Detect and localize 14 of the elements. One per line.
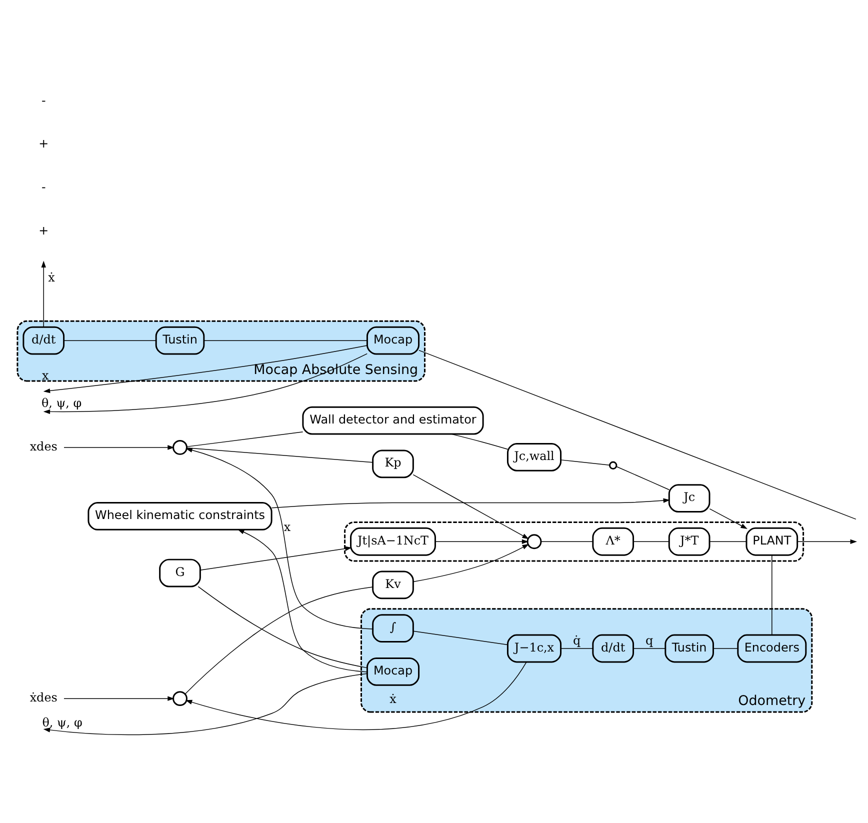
edge-label: ẋ	[390, 692, 396, 706]
label: +	[38, 223, 49, 238]
edge-label: q̇	[573, 634, 581, 648]
edge-label: x	[42, 368, 49, 382]
label: +	[38, 136, 49, 151]
edge-label: ẋ	[48, 270, 55, 285]
edge-label: θ, ψ, φ	[42, 716, 82, 730]
label: -	[41, 93, 46, 108]
node-text: xdes	[30, 439, 58, 454]
edge-label: θ, ψ, φ	[41, 396, 82, 410]
node-text: ẋdes	[30, 690, 58, 704]
edge-label: x	[284, 520, 291, 534]
edge-label: q	[646, 634, 654, 648]
label: -	[41, 180, 46, 194]
